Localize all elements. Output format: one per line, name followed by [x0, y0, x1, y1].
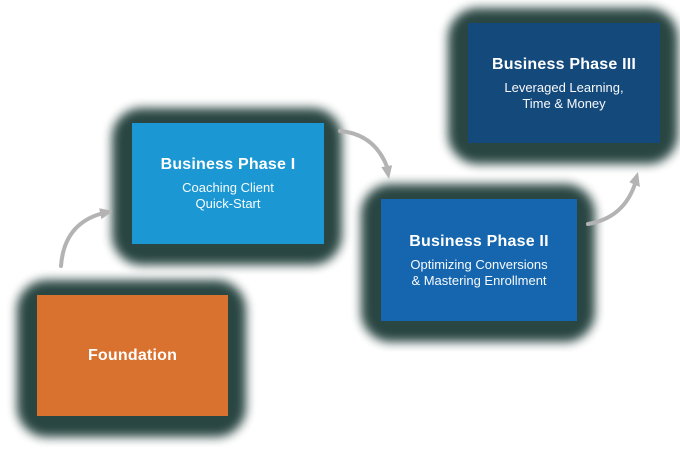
node-business-phase-1-box: Business Phase I Coaching Client Quick-S… [132, 123, 324, 244]
node-title: Business Phase III [491, 55, 637, 73]
subtitle-line: Coaching Client [182, 180, 274, 195]
node-subtitle: Coaching Client Quick-Start [182, 180, 274, 212]
node-title: Foundation [87, 347, 178, 364]
node-business-phase-2-box: Business Phase II Optimizing Conversions… [381, 199, 577, 321]
node-subtitle: Leveraged Learning, Time & Money [504, 80, 623, 112]
arrow-phase-1-to-phase-2 [338, 129, 393, 179]
subtitle-line: Time & Money [522, 95, 606, 111]
node-business-phase-2: Business Phase II Optimizing Conversions… [361, 184, 595, 342]
arrow-foundation-to-phase-1 [59, 208, 113, 268]
node-business-phase-1: Business Phase I Coaching Client Quick-S… [112, 108, 342, 265]
arrow-head-icon [629, 172, 640, 187]
arrow-curve [338, 129, 389, 168]
arrow-phase-2-to-phase-3 [586, 172, 640, 226]
subtitle-line: Optimizing Conversions [410, 256, 548, 272]
subtitle-line: & Mastering Enrollment [411, 272, 547, 288]
arrow-curve [59, 212, 102, 268]
node-title: Business Phase I [160, 156, 296, 173]
node-business-phase-3: Business Phase III Leveraged Learning, T… [448, 8, 678, 164]
arrow-head-icon [381, 165, 393, 179]
subtitle-line: Leveraged Learning, [504, 79, 624, 95]
arrow-head-icon [99, 208, 113, 220]
node-business-phase-3-box: Business Phase III Leveraged Learning, T… [468, 23, 660, 143]
subtitle-line: Quick-Start [195, 196, 261, 211]
node-foundation: Foundation [17, 280, 246, 437]
node-subtitle: Optimizing Conversions & Mastering Enrol… [410, 257, 547, 289]
node-foundation-box: Foundation [37, 295, 228, 416]
node-title: Business Phase II [409, 232, 549, 250]
